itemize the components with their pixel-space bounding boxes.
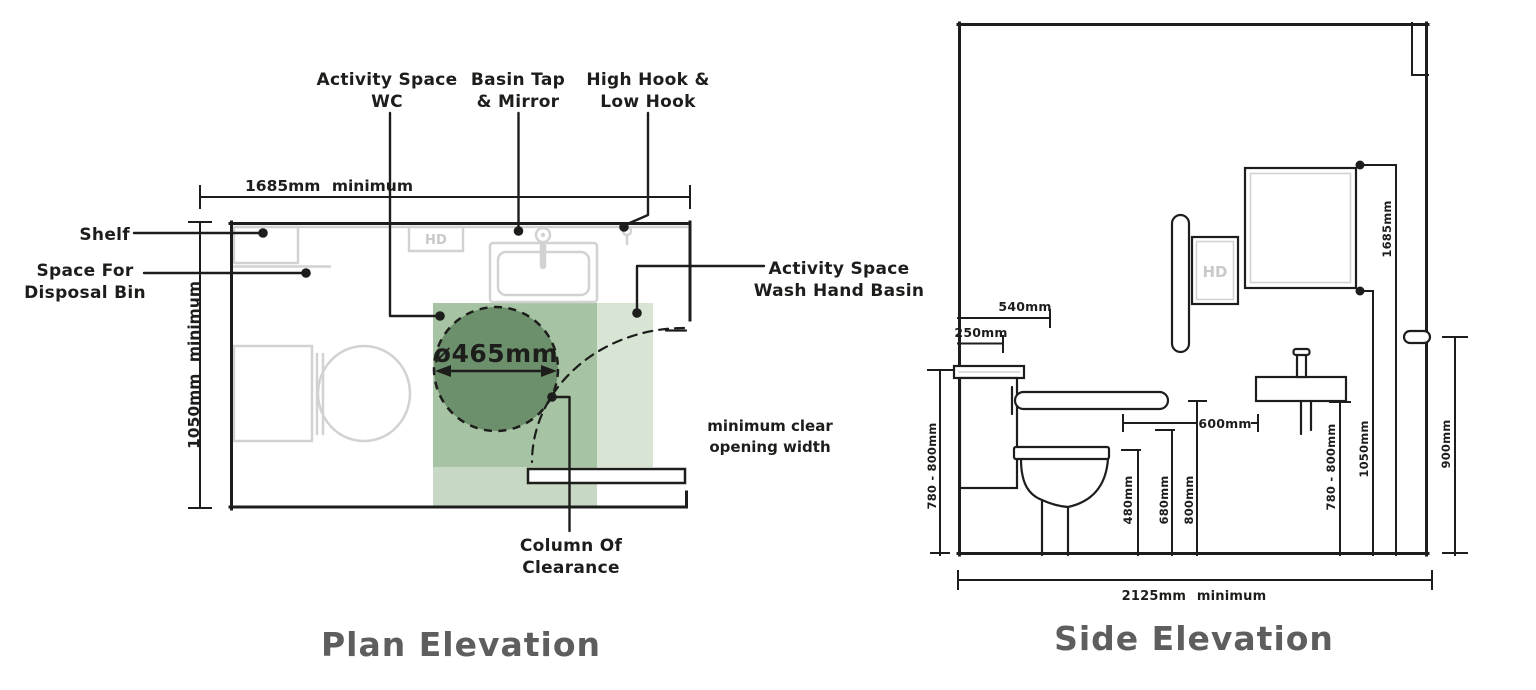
seat-height-label: 480mm [1121,476,1135,525]
basin-plan [488,226,599,304]
mirror-bottom-dot [1355,286,1365,296]
activity-space-wc-leader-dot [435,311,445,321]
hook-height-dim-line [1442,336,1468,556]
callout-min-clear-opening: minimum clear [707,417,833,435]
shelf-leader-dot [258,228,268,238]
callout-column-of-clearance: Column Of [520,536,623,556]
shelf-depth-label: 540mm [998,299,1051,314]
basin-tap-leader-dot [513,226,524,236]
cistern-depth-label: 250mm [954,325,1007,340]
low-hook-side [1402,329,1432,345]
wc-to-basin-dim-line [1122,414,1259,432]
side-title: Side Elevation [1054,619,1334,658]
wc-seat-side [1012,445,1111,461]
turning-circle-arrow [435,365,557,377]
hand-dryer-plan-label: HD [425,233,447,248]
wc-side [952,364,1111,557]
hook-height-label: 900mm [1439,420,1453,469]
disposal-bin-leader-dot [301,268,311,278]
callout-high-low-hook: High Hook & [586,70,709,90]
horizontal-grab-rail [1013,390,1170,411]
plan-width-dimension-label: 1685mm minimum [245,177,413,195]
basin-height-dim-line [1329,401,1351,556]
seat-height-dim-line [1121,449,1141,556]
hook-leader-dot [619,222,629,232]
rail-height-dim-line [1155,429,1175,556]
callout-basin-tap: Basin Tap [471,70,565,90]
wc-to-basin-label: 600mm [1198,416,1251,431]
plan-depth-dimension-line [188,221,212,509]
side-width-dimension-label: 2125mm minimum [1122,589,1267,604]
mirror-side [1243,166,1358,290]
door-swing-arc [530,326,686,464]
plan-walls [228,220,692,511]
shelf-depth-dim-line [957,309,1051,328]
hand-dryer-side [1190,235,1240,306]
callout-min-clear-opening-2: opening width [709,438,830,456]
door-leaf [526,467,687,485]
turning-circle [432,305,560,433]
callout-activity-space-wc-2: WC [371,92,403,112]
callout-basin-tap-2: & Mirror [477,92,560,112]
wc-pan-plan [232,344,412,443]
wall-step-detail [1411,22,1429,76]
shelf-plan [232,225,300,265]
basin-height-label: 780 - 800mm [1324,424,1338,511]
turning-circle-label: ø465mm [434,339,558,368]
cistern-side [958,376,1019,490]
side-width-dim-line [957,570,1433,590]
callout-activity-space-whb: Activity Space [769,259,910,279]
plan-dimensions [188,185,691,509]
callout-column-of-clearance-2: Clearance [522,558,620,578]
mirror-top-dim-line [1359,164,1397,556]
rail-height-label: 680mm [1157,476,1171,525]
side-fixtures [952,166,1432,557]
plan-width-dimension-line [199,185,691,209]
basin-trap [1299,399,1313,436]
activity-space-whb-leader-dot [632,308,642,318]
callout-shelf: Shelf [79,225,130,245]
side-dimensions [927,160,1468,590]
vertical-grab-rail [1170,213,1191,354]
activity-space-whb-area [597,303,653,467]
mirror-top-height-label: 1685mm [1380,200,1394,257]
mirror-top-dot [1355,160,1365,170]
vertical-rail-height-label: 800mm [1182,476,1196,525]
plan-fixtures [232,225,689,443]
cistern-depth-dim-line [957,335,1004,353]
callout-disposal-bin-2: Disposal Bin [24,283,146,303]
plan-depth-dimension-label: 1050mm minimum [185,281,203,449]
hand-dryer-plan [407,225,465,253]
plan-title: Plan Elevation [321,625,601,664]
vertical-rail-height-dim-line [1188,400,1207,556]
basin-tap-side [1295,352,1308,379]
basin-side [1254,347,1348,436]
hand-dryer-side-label: HD [1202,263,1227,281]
plan-leaders [132,111,766,533]
cistern-height-label: 780 - 800mm [925,423,939,510]
callout-disposal-bin: Space For [36,261,133,281]
mirror-bottom-height-label: 1050mm [1357,420,1371,477]
column-of-clearance-leader-dot [547,392,557,402]
callout-activity-space-wc: Activity Space [317,70,458,90]
callout-high-low-hook-2: Low Hook [600,92,696,112]
callout-activity-space-whb-2: Wash Hand Basin [754,281,925,301]
cistern-height-dim-line [927,369,953,556]
